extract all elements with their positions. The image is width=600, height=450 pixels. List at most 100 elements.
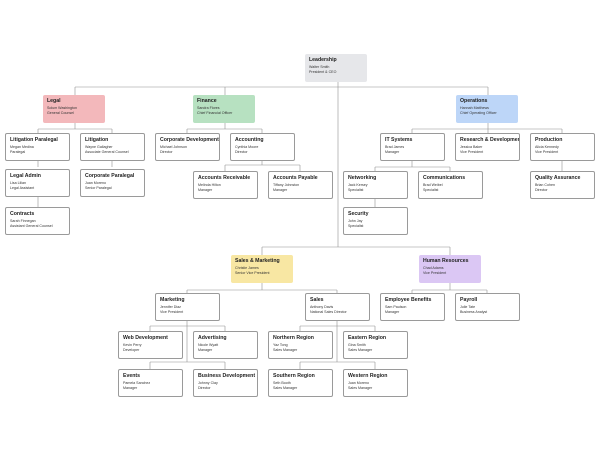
org-node-operations[interactable]: Operations Hannah Matthews Chief Operati… [456,95,518,123]
org-node-contracts[interactable]: Contracts Sarah Finnegan Assistant Gener… [5,207,70,235]
node-name: Walter Smith [309,65,330,69]
node-role: Vice President [160,310,184,315]
org-node-business-development[interactable]: Business Development Johnny Clay Directo… [193,369,258,397]
org-node-research-development[interactable]: Research & Development Jessica Baker Vic… [455,133,520,161]
node-name: Seth Booth [273,381,291,385]
org-node-quality-assurance[interactable]: Quality Assurance Brian Cohen Director [530,171,595,199]
org-node-southern-region[interactable]: Southern Region Seth Booth Sales Manager [268,369,333,397]
org-node-marketing[interactable]: Marketing Jennifer Diaz Vice President [155,293,220,321]
node-role: Specialist [423,188,439,193]
node-role: Assistant General Counsel [10,224,53,229]
node-name: John Jay [348,219,363,223]
node-title: Southern Region [273,373,315,379]
node-role: Manager [385,310,400,315]
org-node-corporate-development[interactable]: Corporate Development Michael Johnson Di… [155,133,220,161]
node-name: Solum Washington [47,106,78,110]
org-node-events[interactable]: Events Pamela Sanchez Manager [118,369,183,397]
node-title: Employee Benefits [385,297,432,303]
node-role: Specialist [348,224,364,229]
node-name: Jessica Baker [460,145,483,149]
org-node-litigation-paralegal[interactable]: Litigation Paralegal Megan Medina Parale… [5,133,70,161]
node-title: Payroll [460,297,478,303]
node-name: Tiffany Johnston [273,183,300,187]
org-node-accounting[interactable]: Accounting Cynthia Moore Director [230,133,295,161]
node-name: Jennifer Diaz [160,305,181,309]
node-name: Gina Smith [348,343,366,347]
node-title: Accounts Receivable [198,175,251,181]
connector-line [261,247,451,255]
org-node-networking[interactable]: Networking Jack Kersey Specialist [343,171,408,199]
org-node-it-systems[interactable]: IT Systems Brad James Manager [380,133,445,161]
node-title: Web Development [123,335,168,341]
connector-line [186,129,263,133]
node-role: Business Analyst [460,310,488,315]
org-node-production[interactable]: Production Alicia Kennedy Vice President [530,133,595,161]
connector-line [37,161,113,167]
node-title: Northern Region [273,335,314,341]
node-title: Legal Admin [10,173,41,179]
node-title: Operations [460,98,488,104]
node-title: IT Systems [385,137,413,143]
node-title: Litigation [85,137,109,143]
connector-line [149,362,226,369]
node-role: Vice President [535,150,559,155]
org-node-western-region[interactable]: Western Region Juan Moreno Sales Manager [343,369,408,397]
node-name: Yaz Tong [273,343,288,347]
node-role: Sales Manager [348,386,373,391]
node-role: Manager [385,150,400,155]
node-name: Chad Adams [423,266,444,270]
node-name: Lisa Lilian [10,181,26,185]
connector-line [186,290,338,293]
org-node-eastern-region[interactable]: Eastern Region Gina Smith Sales Manager [343,331,408,359]
org-node-security[interactable]: Security John Jay Specialist [343,207,408,235]
node-title: Quality Assurance [535,175,581,181]
node-role: Senior Vice President [235,271,270,276]
org-node-payroll[interactable]: Payroll Julie Tate Business Analyst [455,293,520,321]
org-node-leadership[interactable]: Leadership Walter Smith President & CEO [305,54,367,82]
node-name: Michael Johnson [160,145,187,149]
connector-line [37,129,113,133]
node-role: Sales Manager [273,386,298,391]
org-node-employee-benefits[interactable]: Employee Benefits Sam Paulson Manager [380,293,445,321]
node-role: Associate General Counsel [85,150,129,155]
org-node-accounts-payable[interactable]: Accounts Payable Tiffany Johnston Manage… [268,171,333,199]
node-title: Business Development [198,373,256,379]
node-title: Corporate Paralegal [85,173,135,179]
node-name: Brian Cohen [535,183,555,187]
node-role: Director [535,188,548,193]
node-title: Communications [423,175,466,181]
node-title: Networking [348,175,377,181]
org-node-advertising[interactable]: Advertising Nicole Wyatt Manager [193,331,258,359]
connector-line [299,362,376,369]
node-role: Manager [273,188,288,193]
node-role: Sales Manager [273,348,298,353]
org-node-legal[interactable]: Legal Solum Washington General Counsel [43,95,105,123]
org-node-northern-region[interactable]: Northern Region Yaz Tong Sales Manager [268,331,333,359]
org-node-web-development[interactable]: Web Development Kevin Perry Developer [118,331,183,359]
org-node-corporate-paralegal[interactable]: Corporate Paralegal Juan Moreno Senior P… [80,169,145,197]
node-name: Brad James [385,145,405,149]
org-node-sales-marketing[interactable]: Sales & Marketing Christie James Senior … [231,255,293,283]
org-node-finance[interactable]: Finance Sandra Flores Chief Financial Of… [193,95,255,123]
connector-line [299,326,376,331]
node-title: Corporate Development [160,137,219,143]
org-node-litigation[interactable]: Litigation Wayne Gallagher Associate Gen… [80,133,145,161]
node-name: Anthony Davis [310,305,334,309]
node-title: Legal [47,98,61,104]
node-title: Security [348,211,369,217]
org-node-accounts-receivable[interactable]: Accounts Receivable Melinda Hilton Manag… [193,171,258,199]
node-name: Megan Medina [10,145,34,149]
node-title: Research & Development [460,137,520,143]
org-node-legal-admin[interactable]: Legal Admin Lisa Lilian Legal Assistant [5,169,70,197]
org-node-communications[interactable]: Communications Brad Weibel Specialist [418,171,483,199]
node-title: Litigation Paralegal [10,137,58,143]
org-node-human-resources[interactable]: Human Resources Chad Adams Vice Presiden… [419,255,481,283]
node-role: Director [160,150,173,155]
node-role: Manager [198,348,213,353]
org-node-sales[interactable]: Sales Anthony Davis National Sales Direc… [305,293,370,321]
node-name: Juan Moreno [348,381,369,385]
node-title: Human Resources [423,258,469,264]
node-name: Kevin Perry [123,343,142,347]
node-name: Nicole Wyatt [198,343,219,347]
